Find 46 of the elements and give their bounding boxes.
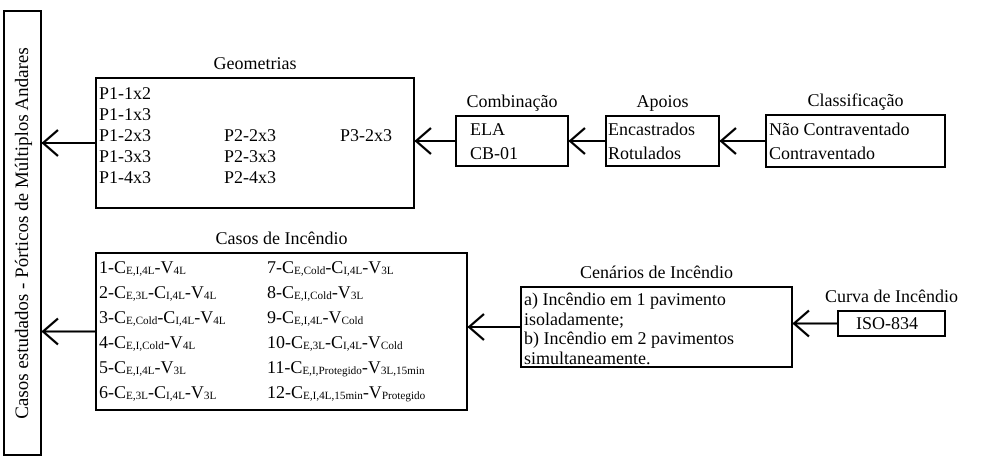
arrow <box>414 126 455 156</box>
list-item: ELA <box>470 119 505 139</box>
list-item: P2-3x3 <box>224 146 276 166</box>
list-item: CB-01 <box>470 143 518 163</box>
list-item: ISO-834 <box>856 313 918 333</box>
box-heading: Cenários de Incêndio <box>579 262 734 282</box>
list-item: P1-4x3 <box>99 167 152 187</box>
list-item: 4-C$_{E,I,Cold}$-V$_{4L}$ <box>99 332 196 354</box>
list-item: 3-C$_{E,Cold}$-C$_{I,4L}$-V$_{4L}$ <box>99 307 226 329</box>
list-item: P1-1x2 <box>99 83 152 103</box>
list-item: a) Incêndio em 1 pavimento isoladamente; <box>524 289 727 329</box>
arrow <box>468 312 520 342</box>
list-item: 11-C$_{E,I,Protegido}$-V$_{3L,15min}$ <box>267 357 425 379</box>
list-item: Não Contraventado <box>769 119 910 139</box>
list-item: P1-3x3 <box>99 146 152 166</box>
list-item: P2-4x3 <box>224 167 276 187</box>
box-heading: Geometrias <box>212 53 298 73</box>
list-item: b) Incêndio em 2 pavimentos simultaneamente. <box>524 328 735 368</box>
arrow <box>720 126 765 156</box>
list-item: Contraventado <box>769 143 875 163</box>
list-item: 10-C$_{E,3L}$-C$_{I,4L}$-V$_{Cold}$ <box>267 332 403 354</box>
arrow <box>42 317 95 346</box>
box-heading: Curva de Incêndio <box>824 286 959 306</box>
list-item: 9-C$_{E,I,4L}$-V$_{Cold}$ <box>267 307 364 329</box>
list-item: P2-2x3 <box>224 125 276 145</box>
box-heading: Classificação <box>806 90 904 110</box>
list-item: 1-C$_{E,I,4L}$-V$_{4L}$ <box>99 257 186 279</box>
arrow <box>792 309 837 338</box>
arrow <box>42 128 95 158</box>
title-bar <box>3 10 42 456</box>
list-item: 2-C$_{E,3L}$-C$_{I,4L}$-V$_{4L}$ <box>99 282 216 304</box>
list-item: 5-C$_{E,I,4L}$-V$_{3L}$ <box>99 357 186 379</box>
list-item: P3-2x3 <box>340 125 392 145</box>
arrow <box>568 126 605 156</box>
list-item: 7-C$_{E,Cold}$-C$_{I,4L}$-V$_{3L}$ <box>267 257 394 279</box>
list-item: 8-C$_{E,I,Cold}$-V$_{3L}$ <box>267 282 364 304</box>
list-item: P1-1x3 <box>99 104 152 124</box>
list-item: 6-C$_{E,3L}$-C$_{I,4L}$-V$_{3L}$ <box>99 382 216 404</box>
box-heading: Combinação <box>466 91 558 111</box>
vertical-title: Casos estudados - Pórticos de Múltiplos Andares <box>12 47 34 419</box>
list-item: P1-2x3 <box>99 125 152 145</box>
list-item: Encastrados <box>608 119 695 139</box>
list-item: 12-C$_{E,I,4L,15min}$-V$_{Protegido}$ <box>267 382 426 404</box>
box-heading: Apoios <box>635 91 690 111</box>
list-item: Rotulados <box>608 143 682 163</box>
box-heading: Casos de Incêndio <box>214 228 348 248</box>
